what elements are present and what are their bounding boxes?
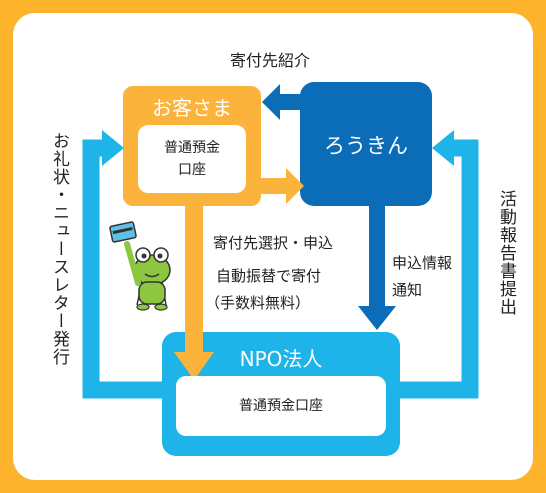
apply-info-label: 申込情報 [392, 254, 453, 272]
donation-arrow-shaft [185, 205, 203, 355]
notice-arrow-head [358, 306, 396, 330]
customer-account: 普通預金 口座 [138, 125, 246, 193]
npo-account: 普通預金口座 [176, 376, 386, 436]
bank-box [300, 82, 432, 206]
notice-arrow-shaft [369, 205, 385, 309]
referral-arrow [262, 84, 302, 120]
bank-title: ろうきん [324, 134, 408, 158]
donation-arrow-head [174, 352, 214, 380]
auto-transfer-label: 自動振替で寄付 [216, 267, 322, 285]
report-loop-arrowhead [432, 130, 454, 166]
referral-label: 寄付先紹介 [230, 51, 311, 70]
frog-mascot-icon [109, 221, 171, 311]
notice-label: 通知 [392, 281, 423, 299]
application-arrow [260, 168, 304, 204]
thanks-letter-label: お礼状・ニュースレター発行 [49, 132, 69, 366]
select-label: 寄付先選択・申込 [213, 234, 334, 252]
thanks-loop-line [82, 139, 162, 399]
customer-title: お客さま [152, 96, 232, 120]
thanks-loop-arrowhead [102, 130, 124, 166]
activity-report-label: 活動報告書提出 [496, 190, 516, 316]
npo-title: NPO法人 [239, 347, 323, 371]
report-loop-line [400, 139, 479, 399]
fee-label: （手数料無料） [205, 294, 311, 312]
